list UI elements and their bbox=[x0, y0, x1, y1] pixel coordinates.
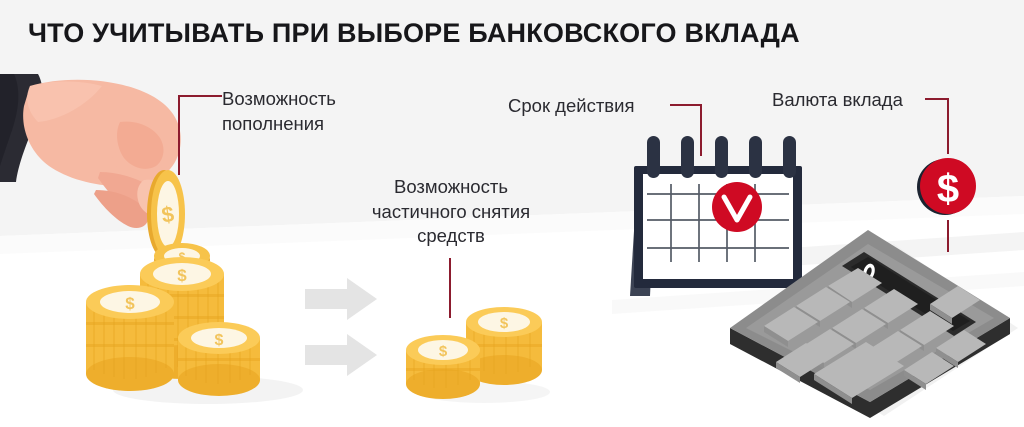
check-circle-icon bbox=[712, 182, 762, 232]
coin-stacks-icon: $ $ bbox=[398, 296, 568, 406]
svg-text:$: $ bbox=[125, 294, 135, 313]
calendar-icon bbox=[616, 136, 816, 296]
page-title: ЧТО УЧИТЫВАТЬ ПРИ ВЫБОРЕ БАНКОВСКОГО ВКЛ… bbox=[28, 18, 800, 48]
connector-currency-top bbox=[925, 98, 951, 154]
svg-text:$: $ bbox=[160, 201, 176, 227]
label-currency: Валюта вклада bbox=[772, 89, 903, 110]
svg-text:$: $ bbox=[215, 332, 224, 349]
arrow-right-icon bbox=[305, 278, 379, 320]
arrow-right-icon bbox=[305, 334, 379, 376]
connector-term bbox=[670, 104, 704, 156]
svg-text:$: $ bbox=[179, 250, 186, 264]
dollar-coin-icon: $ bbox=[912, 152, 982, 222]
hand-holding-coin-icon: $ bbox=[0, 62, 204, 262]
svg-text:$: $ bbox=[439, 343, 448, 360]
svg-text:$: $ bbox=[500, 315, 509, 332]
connector-partial-withdrawal bbox=[449, 258, 451, 318]
connector-currency-bottom bbox=[947, 220, 949, 252]
coin-stacks-icon: $ $ bbox=[78, 240, 328, 410]
svg-text:$: $ bbox=[937, 167, 959, 211]
label-partial-withdrawal: Возможность частичного снятия средств bbox=[371, 176, 531, 247]
connector-replenish bbox=[178, 95, 224, 175]
calculator-icon bbox=[718, 212, 1024, 418]
label-term: Срок действия bbox=[508, 95, 635, 116]
svg-text:$: $ bbox=[177, 266, 187, 285]
label-replenishment: Возможность пополнения bbox=[222, 88, 336, 134]
